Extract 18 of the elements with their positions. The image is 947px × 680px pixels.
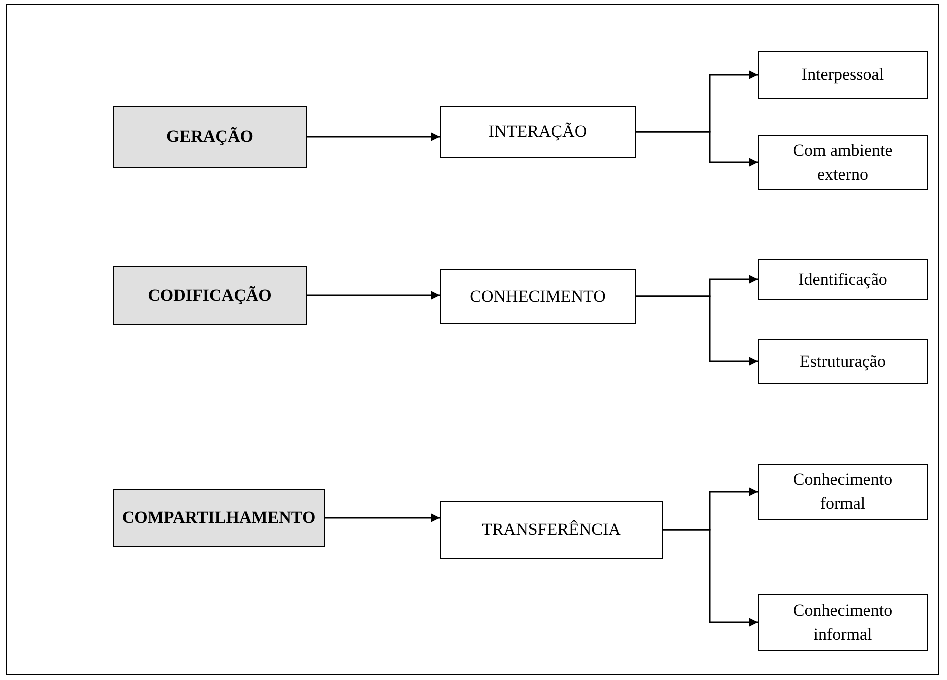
process-box: Conhecimento formal xyxy=(758,464,928,520)
process-box: TRANSFERÊNCIA xyxy=(440,501,663,559)
process-box: Interpessoal xyxy=(758,51,928,99)
arrow xyxy=(325,514,440,522)
process-box: Estruturação xyxy=(758,339,928,384)
process-box: INTERAÇÃO xyxy=(440,106,636,158)
arrow xyxy=(307,132,440,142)
process-box: CONHECIMENTO xyxy=(440,269,636,324)
arrow xyxy=(636,296,758,366)
arrow xyxy=(307,291,440,300)
process-box: Conhecimento informal xyxy=(758,594,928,651)
stage-box: CODIFICAÇÃO xyxy=(113,266,307,325)
stage-box: COMPARTILHAMENTO xyxy=(113,489,325,547)
arrow xyxy=(636,131,758,167)
arrow xyxy=(663,529,758,627)
stage-box: GERAÇÃO xyxy=(113,106,307,168)
process-box: Identificação xyxy=(758,259,928,300)
process-box: Com ambiente externo xyxy=(758,135,928,190)
